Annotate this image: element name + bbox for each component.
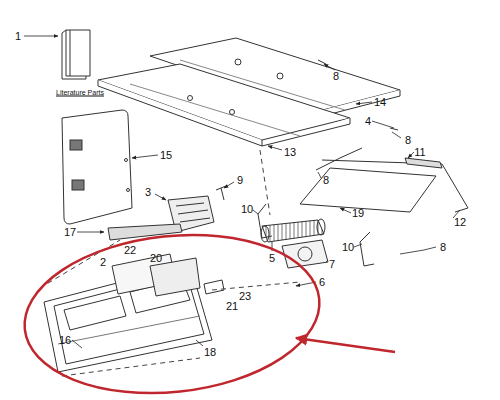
callout-number: 12: [454, 217, 466, 228]
callout-number: 2: [100, 257, 106, 268]
callout-number: 17: [64, 227, 76, 238]
callout-number: 8: [323, 175, 329, 186]
callout-number: 10: [241, 204, 253, 215]
callout-number: 5: [269, 253, 275, 264]
parts: [40, 30, 468, 376]
callout-number: 16: [59, 335, 71, 346]
highlight-arrow: [296, 338, 395, 352]
callout-number: 11: [414, 147, 425, 158]
callout-number: 4: [365, 116, 371, 127]
callout-number: 15: [160, 150, 172, 161]
callout-number: 23: [239, 291, 251, 302]
callout-number: 19: [352, 208, 364, 219]
callout-number: 21: [226, 301, 238, 312]
callout-number: 8: [440, 242, 446, 253]
callout-number: 14: [374, 97, 386, 108]
callout-number: 10: [342, 242, 354, 253]
callout-number: 9: [237, 175, 243, 186]
callout-number: 6: [319, 277, 325, 288]
callout-number: 3: [145, 187, 151, 198]
callout-number: 8: [333, 71, 339, 82]
callout-number: 22: [124, 245, 136, 256]
callout-number: 13: [284, 147, 296, 158]
callout-number: 8: [405, 135, 411, 146]
leader-lines: [24, 36, 460, 348]
part-group-label: Literature Parts: [56, 89, 104, 96]
callout-number: 1: [15, 31, 21, 42]
highlight-ellipse: [17, 221, 328, 400]
callout-number: 7: [329, 259, 335, 270]
callout-number: 18: [204, 347, 216, 358]
callout-number: 20: [150, 253, 162, 264]
